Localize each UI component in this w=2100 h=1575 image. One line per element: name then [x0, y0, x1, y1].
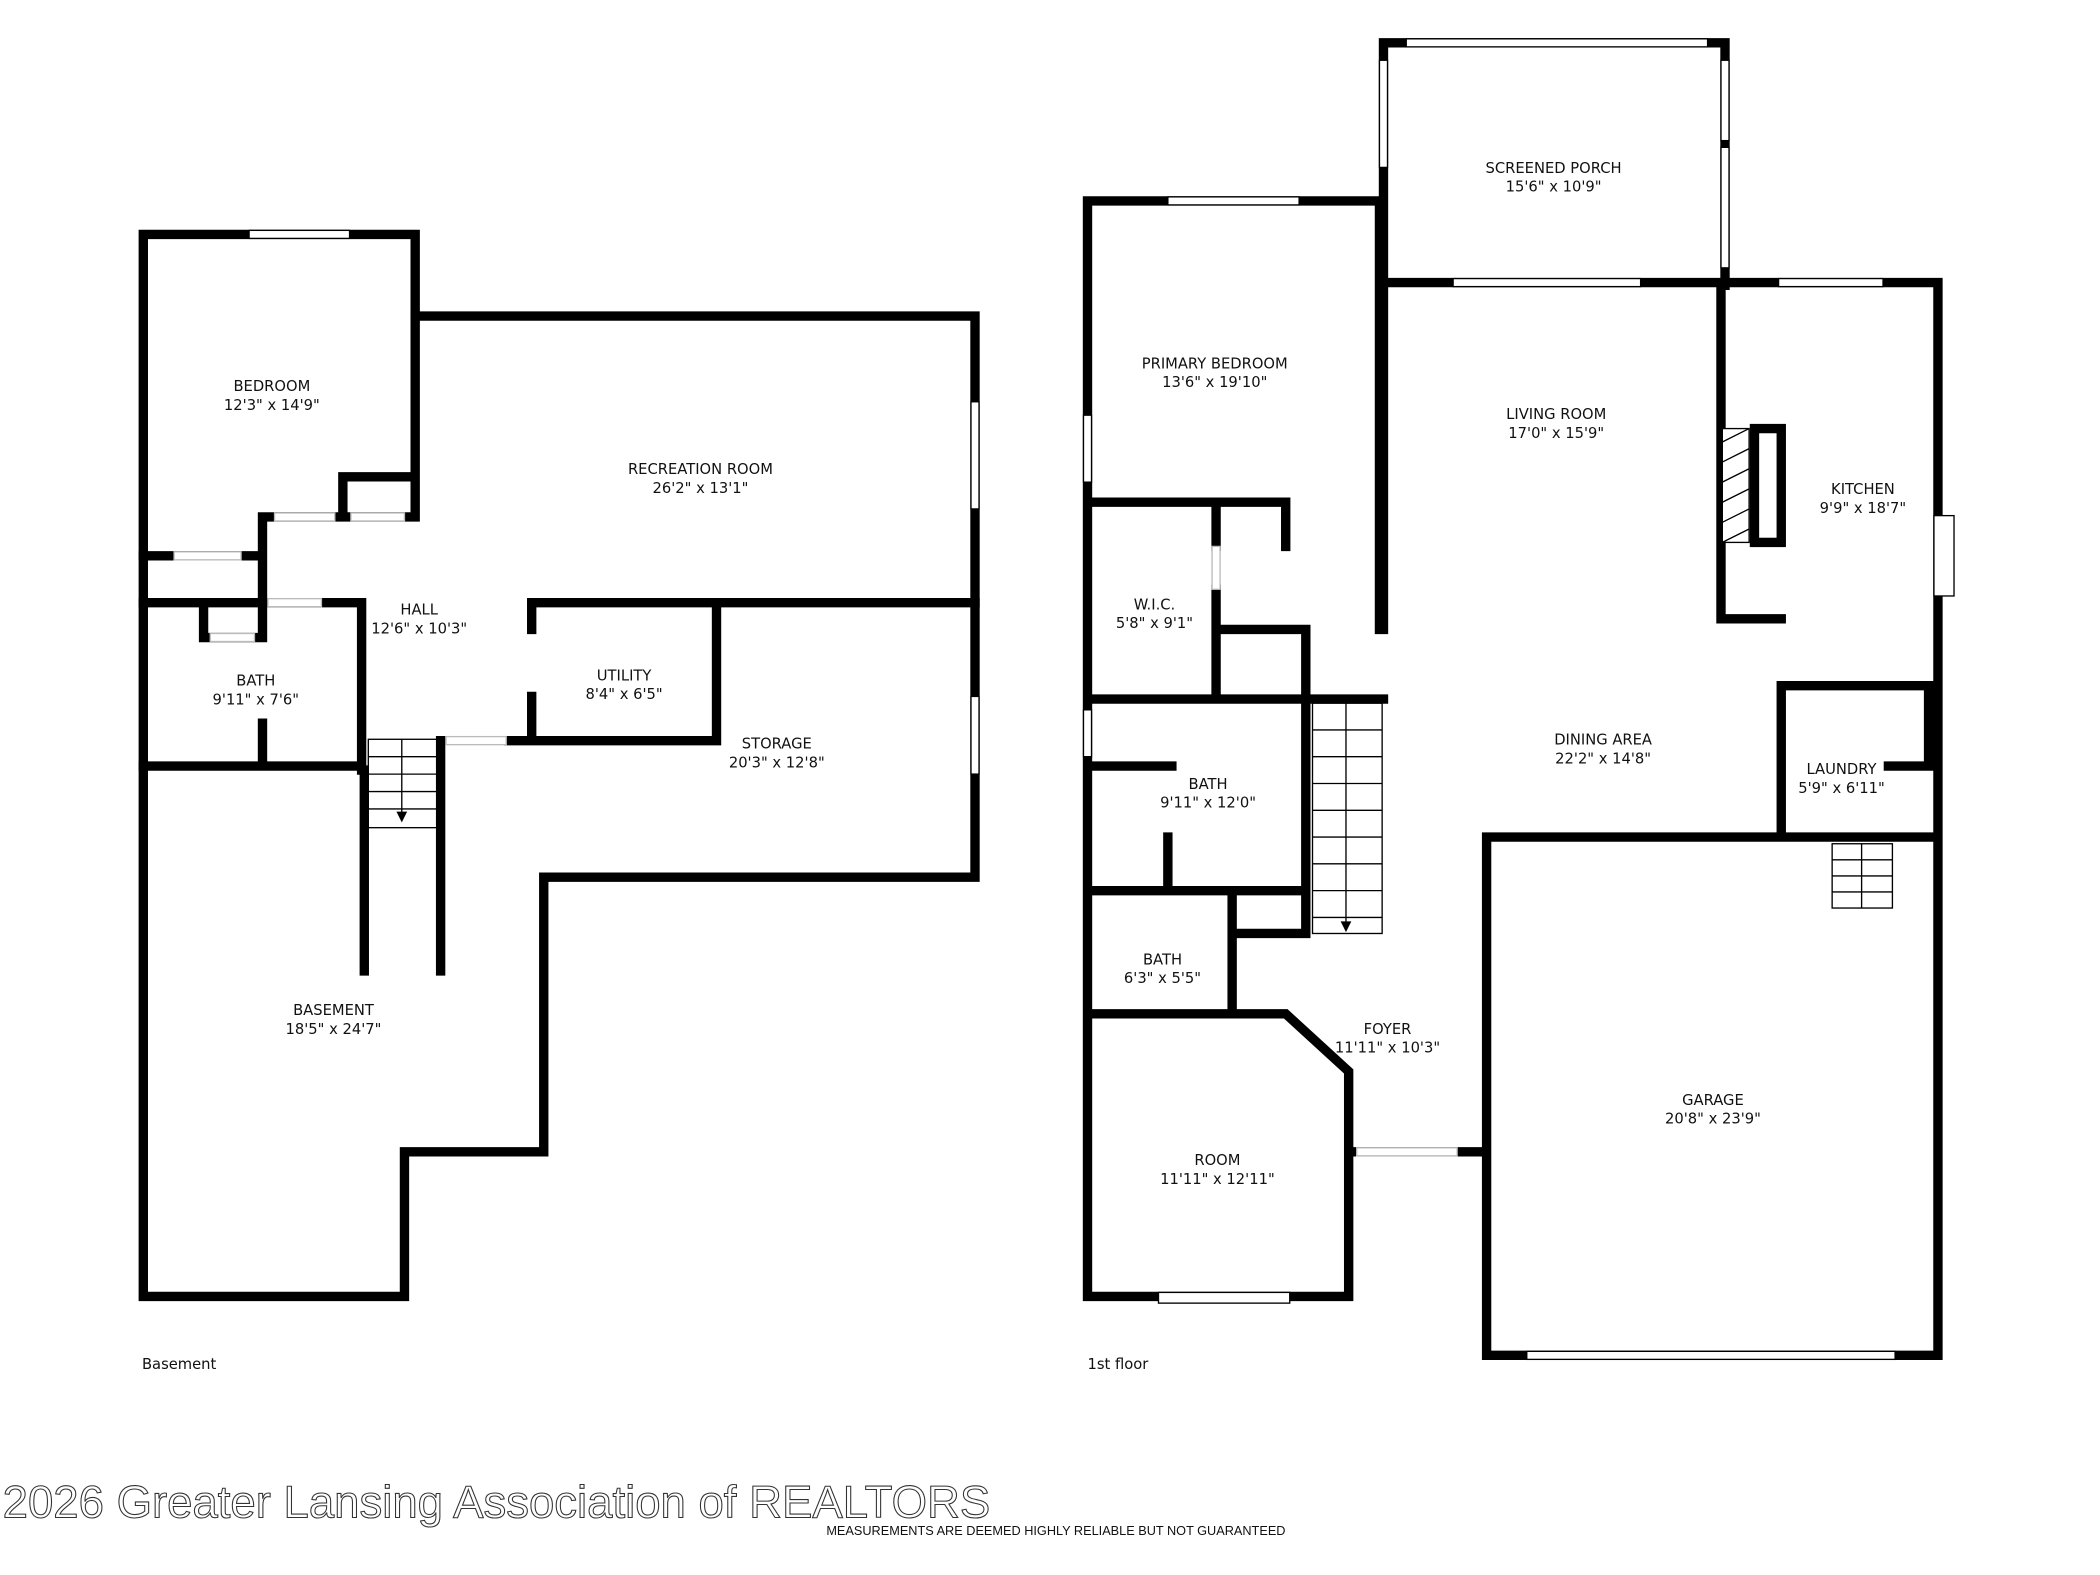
svg-text:HALL: HALL [400, 602, 438, 619]
window [970, 401, 980, 510]
svg-text:W.I.C.: W.I.C. [1134, 596, 1176, 613]
first-floor-caption: 1st floor [1088, 1356, 1150, 1373]
room-label-bath-small: BATH 6'3" x 5'5" [1124, 951, 1201, 987]
doorway [350, 512, 406, 522]
first-floor-walls [1082, 38, 1943, 1361]
room-label-living-room: LIVING ROOM 17'0" x 15'9" [1506, 406, 1606, 442]
room-label-wic: W.I.C. 5'8" x 9'1" [1116, 596, 1193, 632]
svg-text:LIVING ROOM: LIVING ROOM [1506, 406, 1606, 423]
first-floor-stairs [1311, 702, 1383, 935]
svg-text:SCREENED PORCH: SCREENED PORCH [1486, 160, 1622, 177]
bay-window [1933, 514, 1955, 597]
room-label-utility: UTILITY 8'4" x 6'5" [586, 667, 663, 703]
window [1777, 277, 1884, 288]
window [1378, 59, 1389, 169]
room-label-primary-bedroom: PRIMARY BEDROOM 13'6" x 19'10" [1142, 355, 1288, 391]
svg-text:DINING AREA: DINING AREA [1554, 732, 1652, 749]
doorway [273, 512, 336, 522]
svg-text:GARAGE: GARAGE [1682, 1092, 1744, 1109]
doorway [445, 735, 507, 746]
svg-text:9'9" x 18'7": 9'9" x 18'7" [1820, 500, 1907, 517]
svg-text:20'3" x 12'8": 20'3" x 12'8" [729, 754, 825, 771]
svg-text:17'0" x 15'9": 17'0" x 15'9" [1508, 425, 1604, 442]
svg-text:11'11" x 12'11": 11'11" x 12'11" [1160, 1171, 1275, 1188]
svg-text:9'11" x 7'6": 9'11" x 7'6" [213, 691, 300, 708]
window [1167, 196, 1300, 206]
basement-caption: Basement [142, 1356, 217, 1373]
svg-text:18'5" x 24'7": 18'5" x 24'7" [286, 1021, 382, 1038]
window [248, 229, 351, 240]
svg-text:26'2" x 13'1": 26'2" x 13'1" [653, 480, 749, 497]
svg-text:15'6" x 10'9": 15'6" x 10'9" [1506, 179, 1602, 196]
svg-text:22'2" x 14'8": 22'2" x 14'8" [1555, 750, 1651, 767]
window [1082, 709, 1093, 758]
room-label-laundry: LAUNDRY 5'9" x 6'11" [1798, 761, 1885, 797]
disclaimer: MEASUREMENTS ARE DEEMED HIGHLY RELIABLE … [826, 1523, 1285, 1538]
svg-text:12'6" x 10'3": 12'6" x 10'3" [371, 620, 467, 637]
window [1405, 38, 1709, 48]
garage-stairs [1831, 843, 1894, 909]
front-door [1356, 1147, 1458, 1157]
svg-text:ROOM: ROOM [1194, 1152, 1240, 1169]
svg-text:BASEMENT: BASEMENT [293, 1002, 375, 1019]
svg-text:BATH: BATH [1143, 951, 1182, 968]
svg-text:FOYER: FOYER [1364, 1021, 1412, 1038]
room-label-bedroom: BEDROOM 12'3" x 14'9" [224, 378, 320, 414]
window [1157, 1291, 1291, 1304]
svg-text:12'3" x 14'9": 12'3" x 14'9" [224, 397, 320, 414]
svg-text:13'6" x 19'10": 13'6" x 19'10" [1162, 374, 1267, 391]
svg-text:UTILITY: UTILITY [597, 667, 653, 684]
garage-door [1526, 1350, 1896, 1361]
basement-plan: BEDROOM 12'3" x 14'9" RECREATION ROOM 26'2… [138, 229, 980, 1373]
basement-outer-wall [138, 229, 980, 1302]
doorway [209, 632, 256, 643]
svg-text:BEDROOM: BEDROOM [233, 378, 310, 395]
window [1082, 414, 1093, 483]
doorway [173, 551, 242, 561]
svg-text:LAUNDRY: LAUNDRY [1807, 761, 1878, 778]
room-label-screened-porch: SCREENED PORCH 15'6" x 10'9" [1486, 160, 1622, 196]
window [1720, 146, 1730, 269]
svg-text:9'11" x 12'0": 9'11" x 12'0" [1160, 795, 1256, 812]
room-label-room: ROOM 11'11" x 12'11" [1160, 1152, 1275, 1188]
room-label-garage: GARAGE 20'8" x 23'9" [1665, 1092, 1761, 1128]
window [1720, 59, 1730, 142]
room-label-recreation-room: RECREATION ROOM 26'2" x 13'1" [628, 461, 773, 497]
svg-text:11'11" x 10'3": 11'11" x 10'3" [1335, 1040, 1440, 1057]
doorway [267, 597, 323, 608]
svg-text:RECREATION ROOM: RECREATION ROOM [628, 461, 773, 478]
svg-text:BATH: BATH [236, 673, 275, 690]
svg-text:6'3" x 5'5": 6'3" x 5'5" [1124, 970, 1201, 987]
watermark: 2026 Greater Lansing Association of REAL… [3, 1476, 991, 1527]
room-label-bath-large: BATH 9'11" x 12'0" [1160, 776, 1256, 812]
svg-text:8'4" x 6'5": 8'4" x 6'5" [586, 686, 663, 703]
first-floor-plan: SCREENED PORCH 15'6" x 10'9" PRIMARY BEDR… [1082, 38, 1955, 1373]
svg-text:PRIMARY BEDROOM: PRIMARY BEDROOM [1142, 355, 1288, 372]
basement-stairs [367, 738, 439, 829]
window [1452, 277, 1642, 288]
window [970, 695, 980, 775]
svg-text:20'8" x 23'9": 20'8" x 23'9" [1665, 1111, 1761, 1128]
fireplace [1721, 423, 1786, 548]
svg-text:5'9" x 6'11": 5'9" x 6'11" [1798, 780, 1885, 797]
svg-text:5'8" x 9'1": 5'8" x 9'1" [1116, 615, 1193, 632]
svg-text:KITCHEN: KITCHEN [1831, 481, 1895, 498]
svg-text:STORAGE: STORAGE [742, 736, 812, 753]
svg-text:BATH: BATH [1188, 776, 1227, 793]
room-label-kitchen: KITCHEN 9'9" x 18'7" [1820, 481, 1907, 517]
room-label-basement: BASEMENT 18'5" x 24'7" [286, 1002, 382, 1038]
doorway [1211, 545, 1221, 590]
room-label-foyer: FOYER 11'11" x 10'3" [1335, 1021, 1440, 1057]
